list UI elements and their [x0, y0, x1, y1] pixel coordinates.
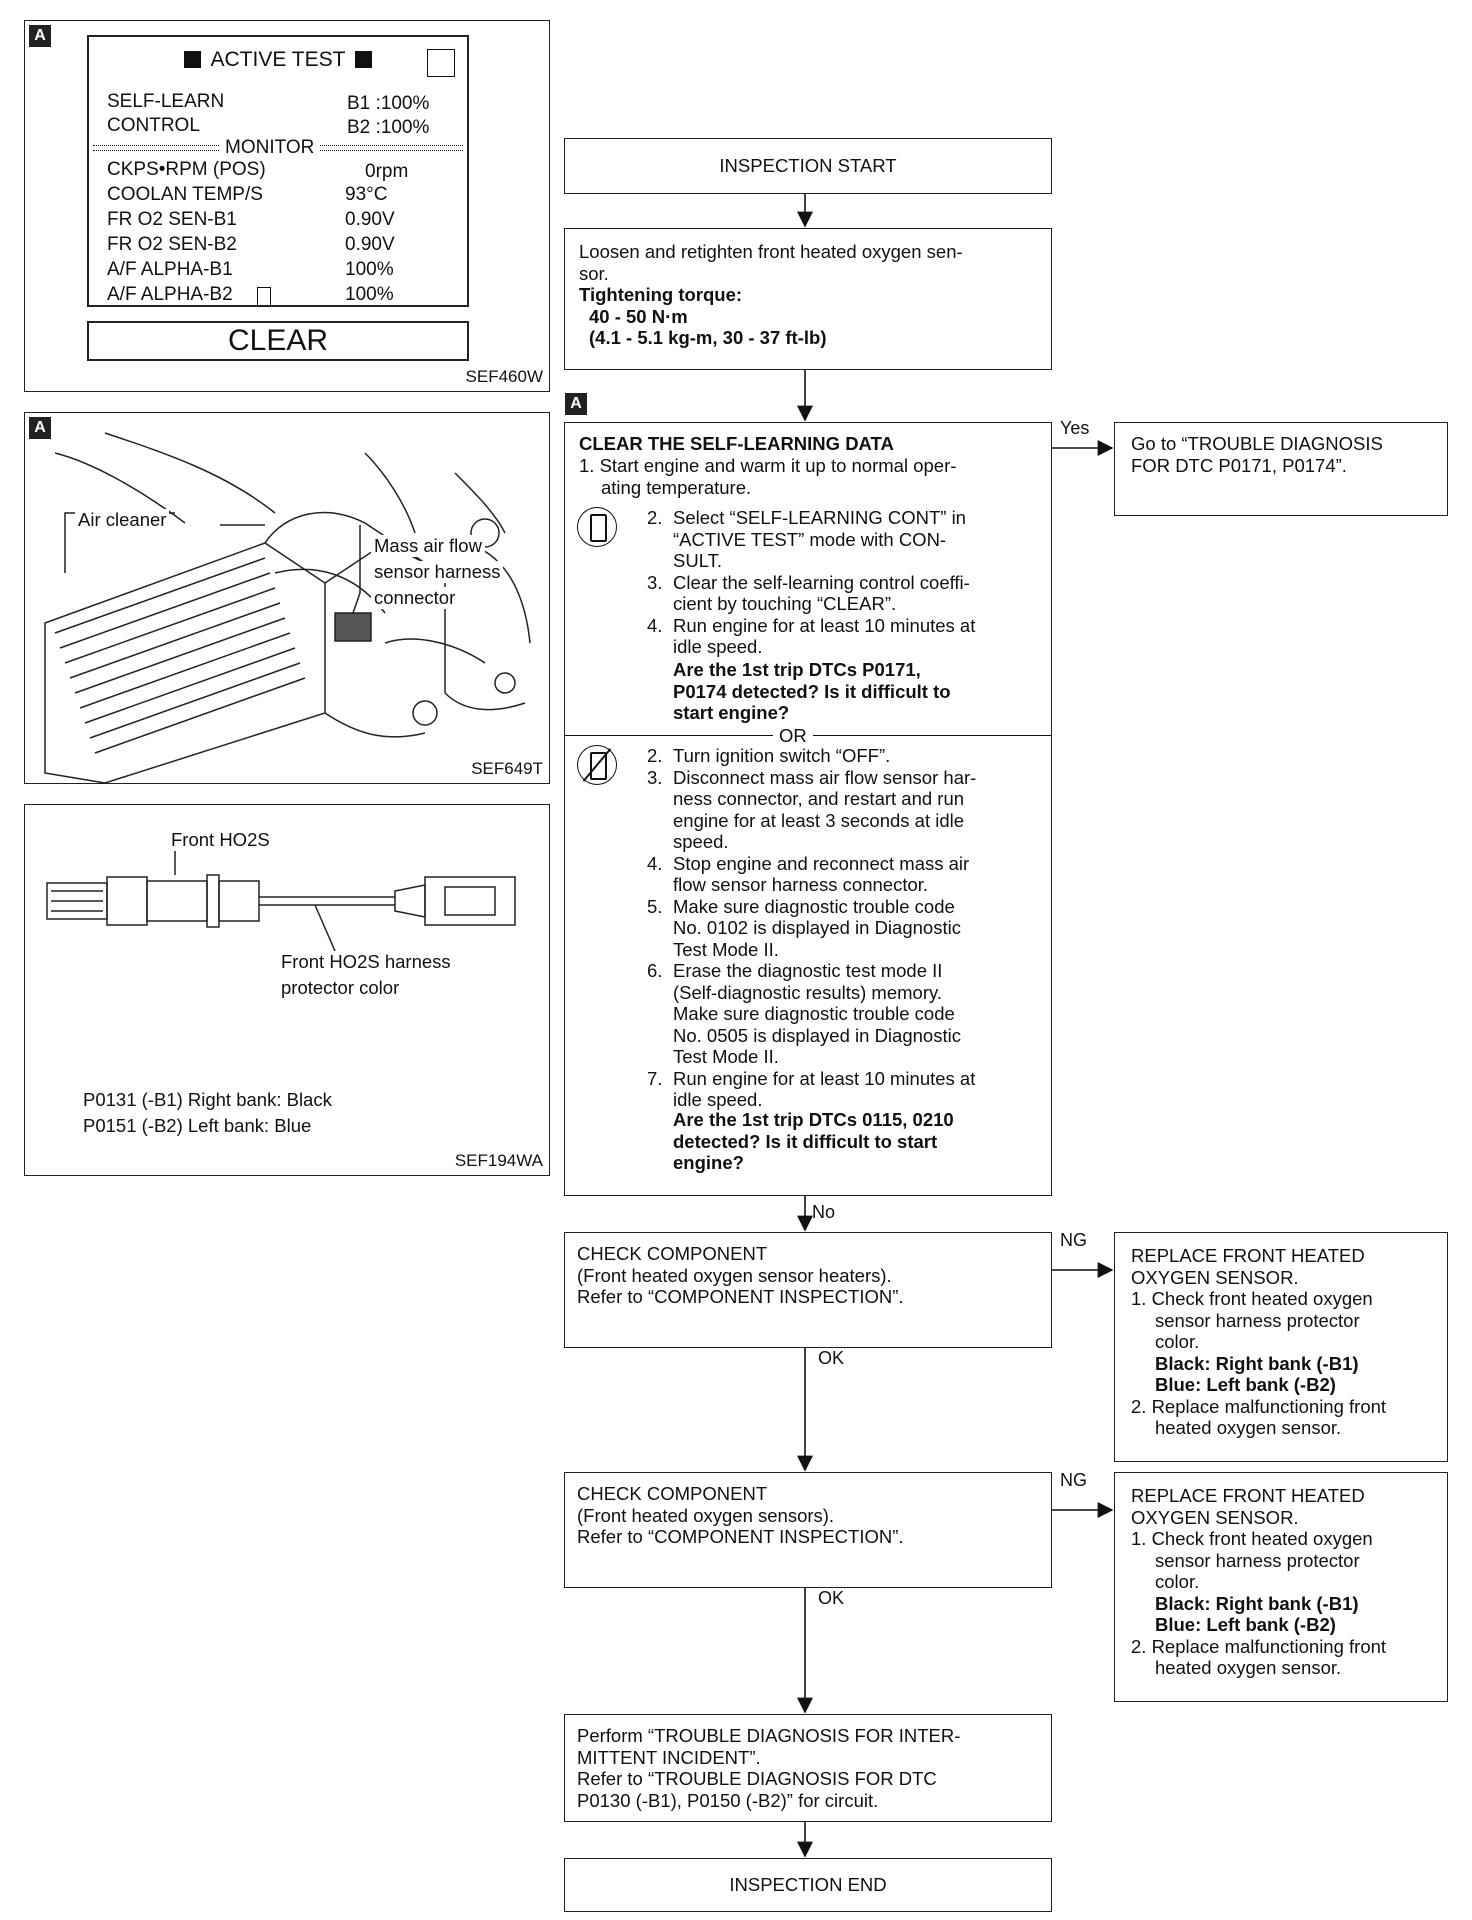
ng-label: NG — [1060, 1470, 1087, 1490]
monitor-row-value: 0.90V — [345, 234, 395, 255]
self-learn-b1-value: B1 :100% — [347, 93, 430, 114]
list-item: 6.Erase the diagnostic test mode II(Self… — [647, 960, 961, 1067]
check-line: (Front heated oxygen sensor heaters). — [577, 1264, 892, 1286]
active-test-header: ACTIVE TEST — [89, 49, 467, 71]
sensor-figure-panel: Front HO2S Front HO2S harness protector … — [24, 804, 550, 1176]
goto-dtc-line: Go to “TROUBLE DIAGNOSIS — [1131, 433, 1383, 454]
engine-figure-panel: A Air cleaner Mass air flow sensor harne… — [24, 412, 550, 784]
check-title: CHECK COMPONENT — [577, 1243, 768, 1264]
self-learn-label: SELF-LEARN — [107, 91, 225, 112]
perform-intermittent-box: Perform “TROUBLE DIAGNOSIS FOR INTER- MI… — [564, 1714, 1052, 1822]
monitor-row-label: FR O2 SEN-B2 — [107, 234, 237, 255]
consult-screen-panel: A ACTIVE TEST SELF-LEARN B1 :100% CONTRO… — [24, 20, 550, 392]
maf-label-line2: sensor harness — [371, 561, 504, 583]
check-heaters-box: CHECK COMPONENT (Front heated oxygen sen… — [564, 1232, 1052, 1348]
clear-button[interactable]: CLEAR — [87, 321, 469, 361]
monitor-label: MONITOR — [219, 137, 321, 159]
procedure-tag: A — [565, 393, 587, 415]
check-line: Refer to “COMPONENT INSPECTION”. — [577, 1286, 904, 1307]
inspection-end-box: INSPECTION END — [564, 1858, 1052, 1912]
inspection-start-box: INSPECTION START — [564, 138, 1052, 194]
figure-tag: A — [29, 417, 51, 439]
control-label: CONTROL — [107, 115, 200, 136]
ok-label: OK — [818, 1588, 845, 1608]
list-item: 3.Clear the self-learning control coeffi… — [647, 571, 970, 615]
monitor-row-value: 100% — [345, 284, 394, 305]
checkbox-icon[interactable] — [427, 49, 455, 77]
replace-sensor-box: REPLACE FRONT HEATED OXYGEN SENSOR. 1. C… — [1114, 1232, 1448, 1462]
step-text: Loosen and retighten front heated oxygen… — [579, 241, 963, 262]
consult-tool-icon — [577, 507, 617, 547]
consult-display: ACTIVE TEST SELF-LEARN B1 :100% CONTROL … — [87, 35, 469, 307]
consult-question: Are the 1st trip DTCs P0171, P0174 detec… — [673, 659, 951, 723]
harness-label-line2: protector color — [281, 977, 400, 998]
figure-code: SEF649T — [471, 759, 543, 778]
clear-title: CLEAR THE SELF-LEARNING DATA — [579, 433, 894, 454]
yes-label: Yes — [1060, 418, 1090, 438]
monitor-row-label: FR O2 SEN-B1 — [107, 209, 237, 230]
check-line: (Front heated oxygen sensors). — [577, 1504, 835, 1526]
engine-bay-illustration — [44, 432, 531, 783]
monitor-row-label: A/F ALPHA-B1 — [107, 259, 233, 280]
list-item: 2.Select “SELF-LEARNING CONT” in“ACTIVE … — [647, 507, 966, 571]
monitor-row-label: CKPS•RPM (POS) — [107, 159, 266, 180]
ho2s-sensor-illustration — [46, 851, 516, 952]
monitor-row-label: COOLAN TEMP/S — [107, 184, 263, 205]
monitor-row-value: 0rpm — [365, 161, 409, 182]
no-label: No — [812, 1202, 836, 1222]
ng-label: NG — [1060, 1230, 1087, 1250]
ok-label: OK — [818, 1348, 845, 1368]
consult-step-list: 2.Select “SELF-LEARNING CONT” in“ACTIVE … — [647, 507, 1043, 658]
figure-code: SEF194WA — [454, 1151, 543, 1170]
check-line: Refer to “COMPONENT INSPECTION”. — [577, 1526, 904, 1547]
bank-b2-line: P0151 (-B2) Left bank: Blue — [83, 1115, 312, 1136]
air-cleaner-label: Air cleaner — [75, 509, 170, 531]
goto-dtc-box: Go to “TROUBLE DIAGNOSIS FOR DTC P0171, … — [1114, 422, 1448, 516]
monitor-row-value: 0.90V — [345, 209, 395, 230]
torque-label: Tightening torque: — [579, 284, 743, 305]
bank-b1-line: P0131 (-B1) Right bank: Black — [83, 1089, 332, 1110]
clear-step1: 1. Start engine and warm it up to normal… — [579, 455, 957, 476]
torque-value: 40 - 50 N·m — [589, 305, 688, 327]
torque-value-alt: (4.1 - 5.1 kg-m, 30 - 37 ft-lb) — [589, 327, 827, 348]
or-label: OR — [773, 725, 813, 747]
monitor-row-label: A/F ALPHA-B2 — [107, 284, 233, 305]
finger-touch-icon — [257, 287, 271, 306]
harness-label-line1: Front HO2S harness — [281, 951, 451, 972]
no-consult-icon — [577, 745, 617, 785]
clear-step1-cont: ating temperature. — [601, 477, 752, 498]
square-marker-icon — [183, 51, 201, 68]
no-consult-step-list: 2.Turn ignition switch “OFF”. 3.Disconne… — [647, 745, 1043, 1111]
goto-dtc-line: FOR DTC P0171, P0174”. — [1131, 454, 1347, 476]
figure-code: SEF460W — [465, 367, 543, 386]
maf-label-line1: Mass air flow — [371, 535, 485, 557]
figure-tag: A — [29, 25, 51, 47]
monitor-row-value: 100% — [345, 259, 394, 280]
list-item: 2.Turn ignition switch “OFF”. — [647, 745, 891, 766]
clear-self-learning-box: CLEAR THE SELF-LEARNING DATA 1. Start en… — [564, 422, 1052, 1196]
step-text: sor. — [579, 262, 609, 284]
square-marker-icon — [355, 51, 373, 68]
replace-sensor-box: REPLACE FRONT HEATED OXYGEN SENSOR. 1. C… — [1114, 1472, 1448, 1702]
front-ho2s-label: Front HO2S — [171, 829, 270, 850]
control-b2-value: B2 :100% — [347, 117, 430, 138]
list-item: 3.Disconnect mass air flow sensor har-ne… — [647, 766, 977, 853]
no-consult-question: Are the 1st trip DTCs 0115, 0210 detecte… — [673, 1109, 954, 1173]
check-sensors-box: CHECK COMPONENT (Front heated oxygen sen… — [564, 1472, 1052, 1588]
active-test-title: ACTIVE TEST — [210, 48, 346, 71]
monitor-row-value: 93°C — [345, 184, 388, 205]
check-title: CHECK COMPONENT — [577, 1483, 768, 1504]
maf-label-line3: connector — [371, 587, 459, 609]
step-retighten-box: Loosen and retighten front heated oxygen… — [564, 228, 1052, 370]
